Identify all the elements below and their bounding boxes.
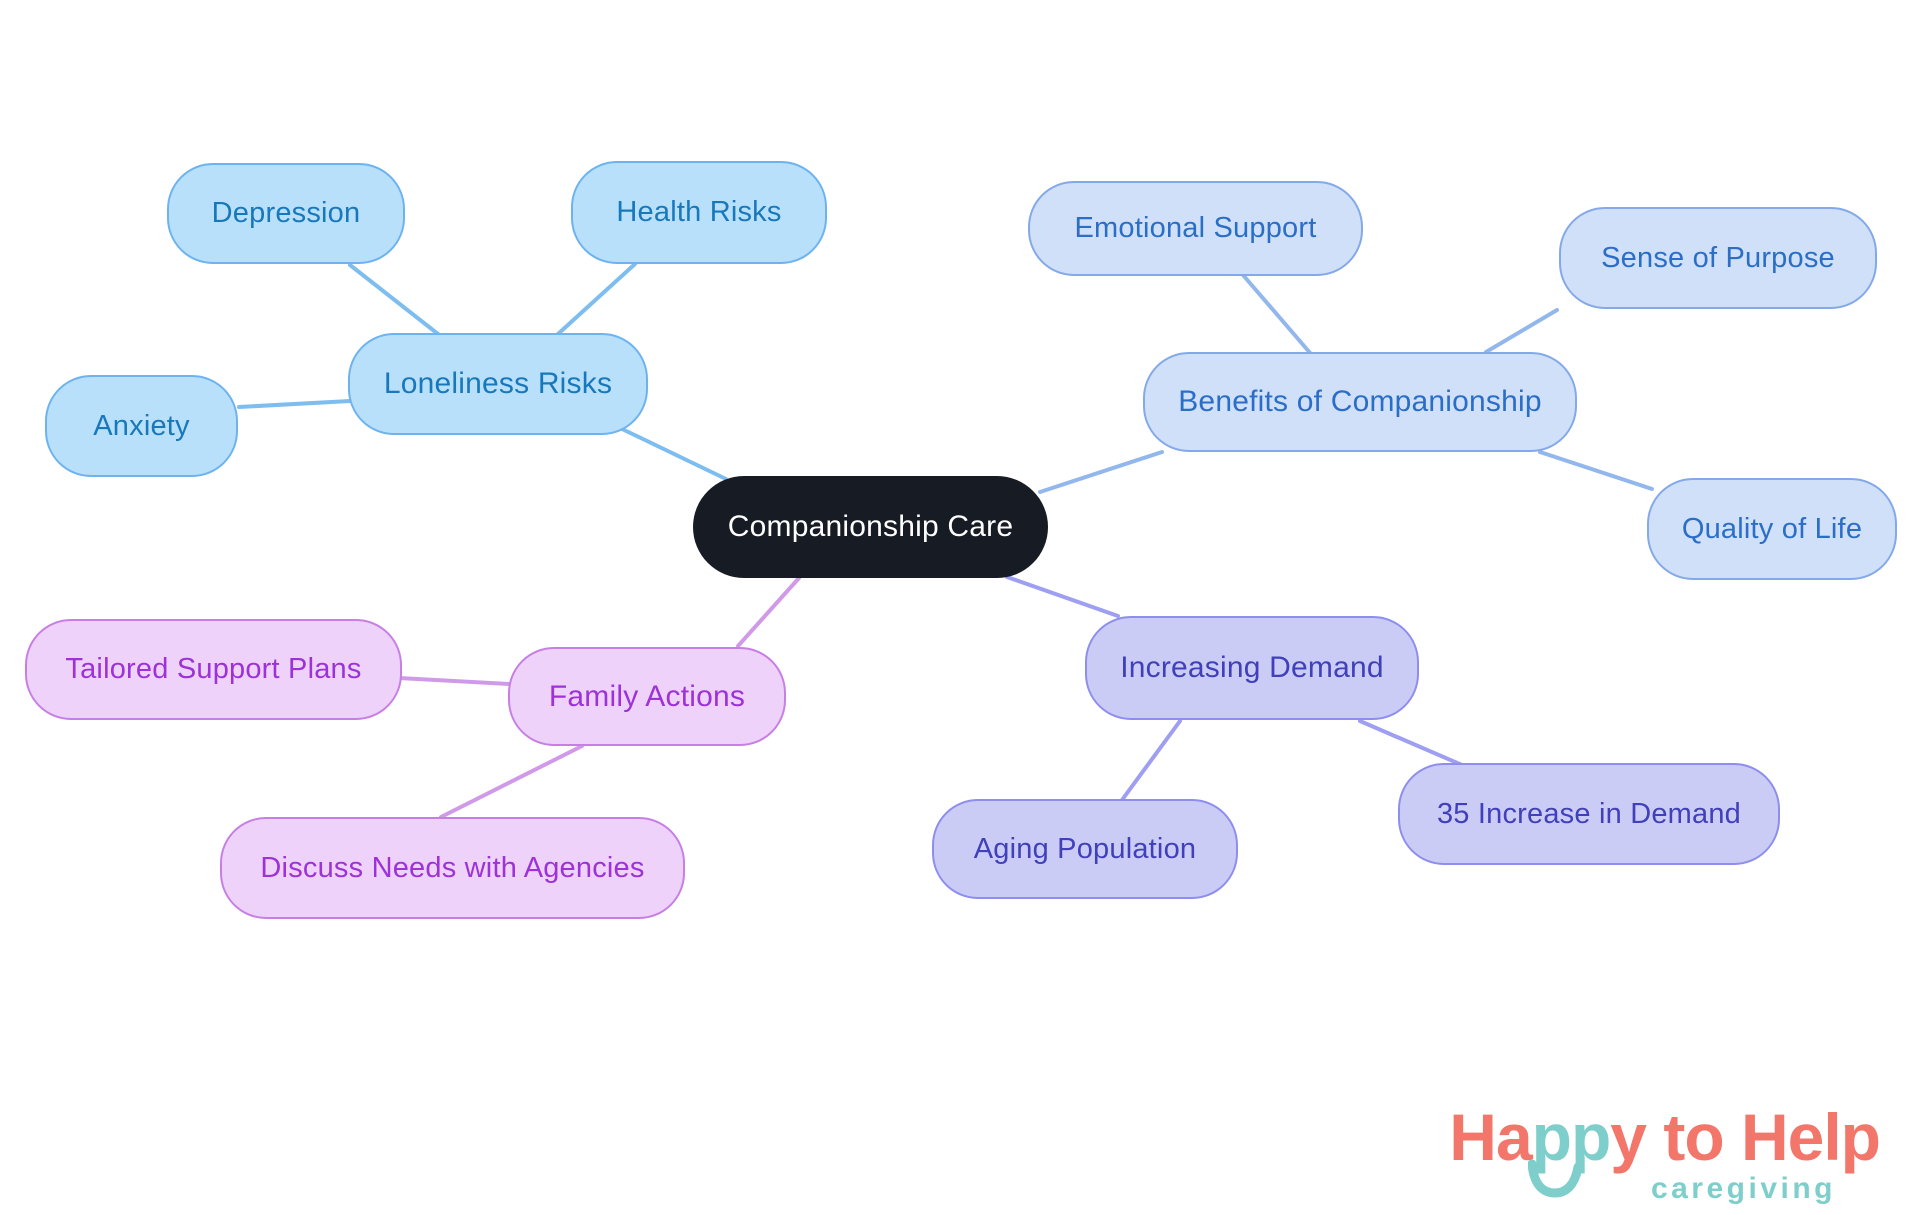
node-anxiety[interactable]: Anxiety <box>45 375 238 477</box>
logo-text-ha: Ha <box>1449 1100 1532 1174</box>
node-label: Benefits of Companionship <box>1178 385 1542 418</box>
node-family-actions[interactable]: Family Actions <box>508 647 786 746</box>
edge-loneliness-center <box>618 426 728 481</box>
node-tailored-support-plans[interactable]: Tailored Support Plans <box>25 619 402 720</box>
node-aging-population[interactable]: Aging Population <box>932 799 1238 899</box>
edge-family-discuss <box>439 744 584 819</box>
edge-depression-loneliness <box>348 263 440 336</box>
node-label: Aging Population <box>973 832 1197 865</box>
node-35-increase-in-demand[interactable]: 35 Increase in Demand <box>1398 763 1780 865</box>
node-label: Quality of Life <box>1681 512 1863 545</box>
node-label: Tailored Support Plans <box>65 653 362 685</box>
node-label: Emotional Support <box>1074 212 1317 244</box>
node-label: Loneliness Risks <box>383 367 613 400</box>
node-label: Discuss Needs with Agencies <box>260 851 645 884</box>
node-health-risks[interactable]: Health Risks <box>571 161 827 264</box>
node-loneliness-risks[interactable]: Loneliness Risks <box>348 333 648 435</box>
node-sense-of-purpose[interactable]: Sense of Purpose <box>1559 207 1877 309</box>
logo-caregiving: caregiving <box>1650 1172 1836 1205</box>
edge-sense-benefits <box>1484 308 1559 354</box>
node-emotional-support[interactable]: Emotional Support <box>1028 181 1363 276</box>
edge-tailored-family <box>397 676 511 686</box>
node-quality-of-life[interactable]: Quality of Life <box>1647 478 1897 580</box>
node-label: Health Risks <box>616 196 782 228</box>
node-label: Family Actions <box>548 679 746 713</box>
edge-center-demand <box>1005 575 1120 618</box>
logo-wordmark: Happy to Help <box>1430 1104 1881 1198</box>
edge-benefits-quality <box>1538 450 1654 491</box>
edge-emotional-benefits <box>1241 273 1313 356</box>
logo: Happy to Help caregiving <box>1430 1104 1881 1206</box>
node-label: Companionship Care <box>727 510 1014 543</box>
edge-center-family <box>736 576 801 648</box>
node-label: 35 Increase in Demand <box>1436 797 1742 830</box>
logo-text-y-to-help: y to Help <box>1610 1100 1881 1174</box>
node-companionship-care[interactable]: Companionship Care <box>693 476 1048 578</box>
smile-icon <box>1528 1160 1582 1198</box>
edge-demand-increase35 <box>1358 719 1464 767</box>
node-label: Sense of Purpose <box>1601 241 1835 274</box>
node-label: Increasing Demand <box>1120 651 1384 684</box>
edge-center-benefits <box>1038 450 1164 494</box>
logo-text-pp: pp <box>1531 1100 1612 1174</box>
node-discuss-needs-with-agencies[interactable]: Discuss Needs with Agencies <box>220 817 685 919</box>
node-increasing-demand[interactable]: Increasing Demand <box>1085 616 1419 720</box>
node-label: Depression <box>211 197 361 229</box>
edge-healthrisks-loneliness <box>556 262 637 336</box>
edge-demand-aging <box>1120 719 1182 802</box>
node-label: Anxiety <box>93 409 190 442</box>
node-depression[interactable]: Depression <box>167 163 405 264</box>
edge-anxiety-loneliness <box>237 399 352 409</box>
node-benefits-of-companionship[interactable]: Benefits of Companionship <box>1143 352 1577 452</box>
